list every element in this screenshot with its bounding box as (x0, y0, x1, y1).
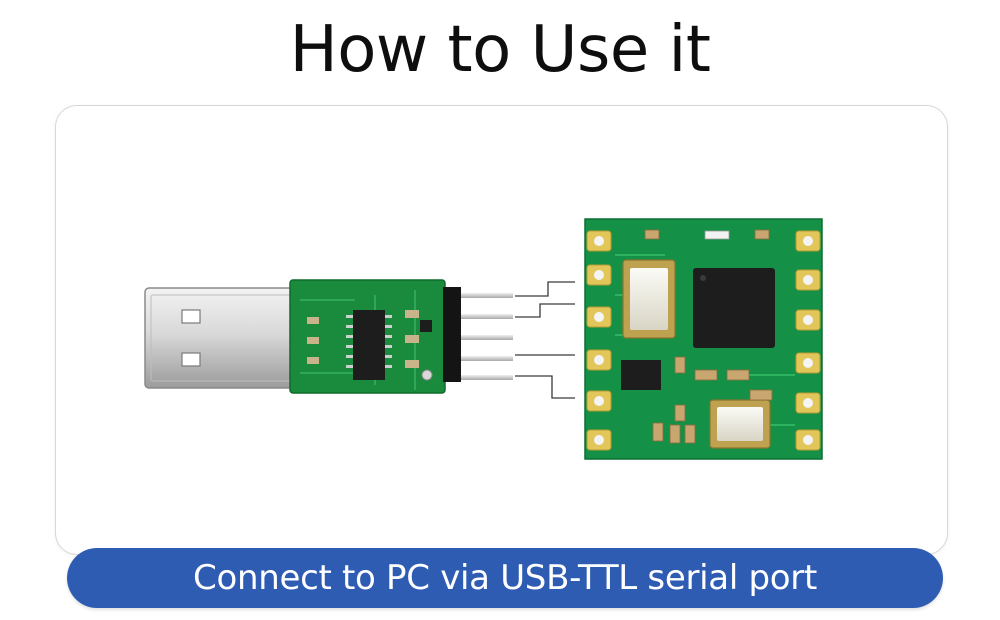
page-title: How to Use it (289, 13, 711, 87)
sensor-module (584, 218, 823, 460)
adapter-header (443, 287, 461, 382)
sensor-chip (693, 268, 775, 348)
caption-text: Connect to PC via USB-TTL serial port (193, 558, 817, 598)
usb-ttl-adapter (144, 279, 513, 394)
caption-banner: Connect to PC via USB-TTL serial port (67, 548, 943, 608)
connection-wires (515, 281, 575, 399)
usb-plug (144, 287, 296, 389)
adapter-ic (353, 310, 385, 380)
connection-illustration (144, 218, 823, 460)
